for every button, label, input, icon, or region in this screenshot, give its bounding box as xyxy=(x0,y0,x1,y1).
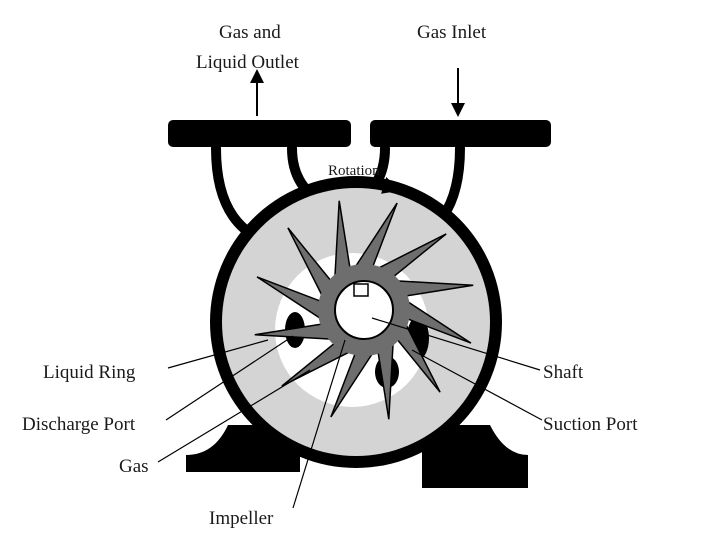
rotation-arrow xyxy=(325,177,401,194)
outlet-flange xyxy=(168,120,351,147)
label-gas-and: Gas and xyxy=(219,22,281,43)
label-liquid-outlet: Liquid Outlet xyxy=(196,52,299,73)
label-gas-inlet: Gas Inlet xyxy=(417,22,487,43)
label-gas: Gas xyxy=(119,456,149,477)
inlet-flange xyxy=(370,120,551,147)
leader-suction-port xyxy=(411,349,543,421)
label-suction-port: Suction Port xyxy=(543,414,638,435)
leader-liquid-ring xyxy=(167,339,269,369)
leader-gas xyxy=(157,369,311,463)
right-foot xyxy=(422,425,528,488)
label-shaft: Shaft xyxy=(543,362,584,383)
leader-lines xyxy=(157,317,543,509)
label-rotation: Rotation xyxy=(328,163,380,179)
shaft-key xyxy=(353,283,369,297)
label-impeller: Impeller xyxy=(209,508,274,529)
leader-impeller xyxy=(292,339,346,509)
shaft-hub xyxy=(334,280,394,340)
label-liquid-ring: Liquid Ring xyxy=(43,362,136,383)
label-discharge-port: Discharge Port xyxy=(22,414,136,435)
leader-discharge-port xyxy=(165,335,294,421)
leader-shaft xyxy=(371,317,541,371)
